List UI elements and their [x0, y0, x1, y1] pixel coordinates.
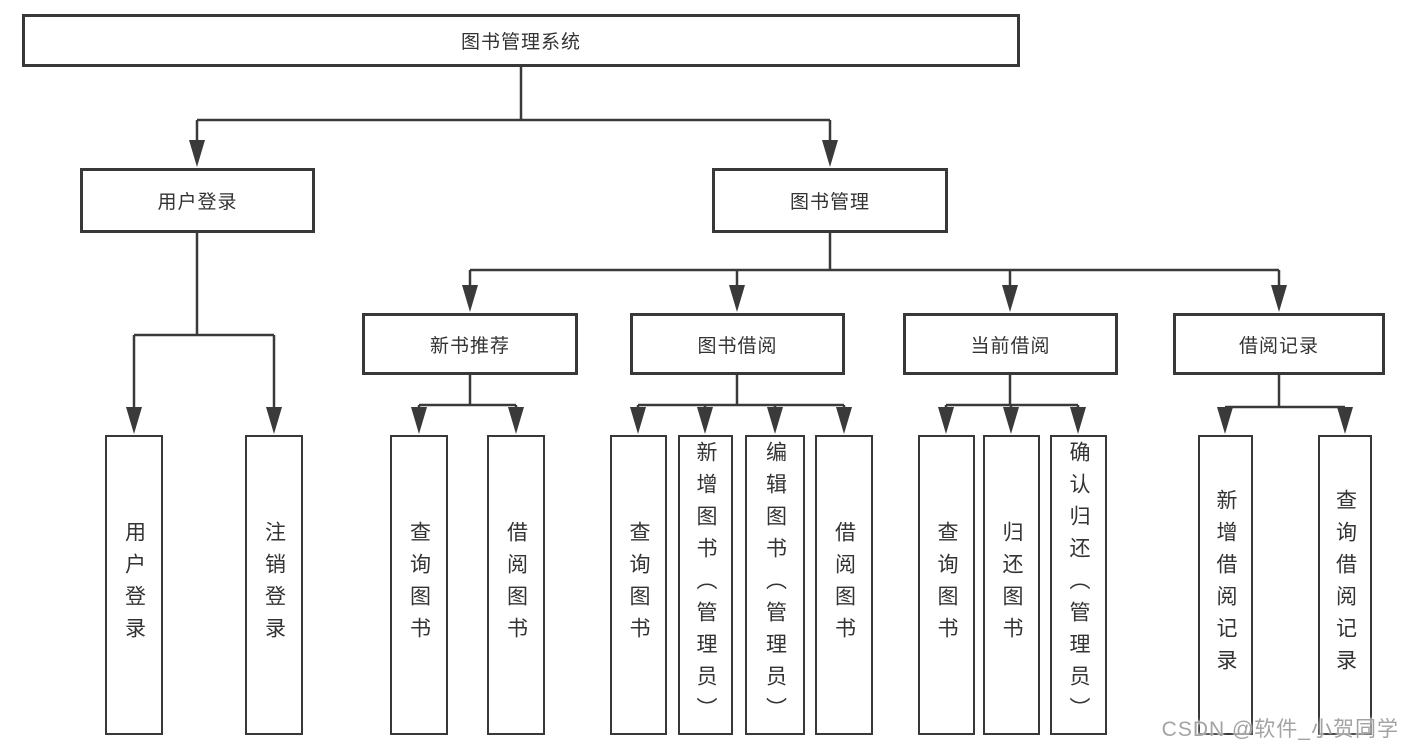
- csdn-watermark: CSDN @软件_小贺同学: [1161, 718, 1399, 741]
- leaf-return-books: 归还图书: [983, 435, 1040, 735]
- leaf-query-books-borrowing: 查询图书: [610, 435, 667, 735]
- leaf-label: 归还图书: [1000, 521, 1023, 649]
- node-label: 图书借阅: [697, 335, 778, 357]
- node-user-login-branch: 用户登录: [80, 168, 315, 233]
- node-current-borrowing: 当前借阅: [903, 313, 1118, 375]
- node-label: 图书管理系统: [460, 32, 581, 53]
- node-label: 新书推荐: [429, 335, 510, 357]
- leaf-logout: 注销登录: [245, 435, 303, 735]
- leaf-label: 查询图书: [407, 521, 431, 649]
- leaf-query-books-current: 查询图书: [918, 435, 975, 735]
- leaf-label: 查询图书: [627, 521, 650, 649]
- node-label: 用户登录: [157, 192, 238, 213]
- leaf-confirm-return-admin: 确认归还（管理员）: [1050, 435, 1107, 735]
- node-label: 图书管理: [789, 192, 870, 213]
- leaf-borrow-books-recommend: 借阅图书: [487, 435, 545, 735]
- leaf-add-borrow-record: 新增借阅记录: [1198, 435, 1253, 735]
- leaf-query-borrow-record: 查询借阅记录: [1318, 435, 1372, 735]
- node-borrowing-records: 借阅记录: [1173, 313, 1385, 375]
- leaf-label: 确认归还（管理员）: [1067, 441, 1090, 729]
- leaf-label: 注销登录: [262, 521, 286, 649]
- leaf-user-login: 用户登录: [105, 435, 163, 735]
- leaf-label: 借阅图书: [504, 521, 528, 649]
- leaf-label: 查询图书: [935, 521, 958, 649]
- leaf-label: 借阅图书: [832, 521, 856, 649]
- node-root-library-management-system: 图书管理系统: [22, 14, 1020, 67]
- node-new-book-recommendation: 新书推荐: [362, 313, 578, 375]
- leaf-label: 用户登录: [122, 521, 146, 649]
- leaf-label: 查询借阅记录: [1333, 489, 1357, 681]
- leaf-label: 新增借阅记录: [1214, 489, 1237, 681]
- node-label: 当前借阅: [970, 335, 1051, 357]
- leaf-add-books-admin: 新增图书（管理员）: [678, 435, 733, 735]
- leaf-borrow-books-borrowing: 借阅图书: [815, 435, 873, 735]
- node-label: 借阅记录: [1238, 335, 1319, 357]
- leaf-label: 编辑图书（管理员）: [763, 441, 787, 729]
- node-book-borrowing: 图书借阅: [630, 313, 845, 375]
- node-book-management-branch: 图书管理: [712, 168, 948, 233]
- leaf-edit-books-admin: 编辑图书（管理员）: [745, 435, 805, 735]
- leaf-label: 新增图书（管理员）: [694, 441, 717, 729]
- leaf-query-books-recommend: 查询图书: [390, 435, 448, 735]
